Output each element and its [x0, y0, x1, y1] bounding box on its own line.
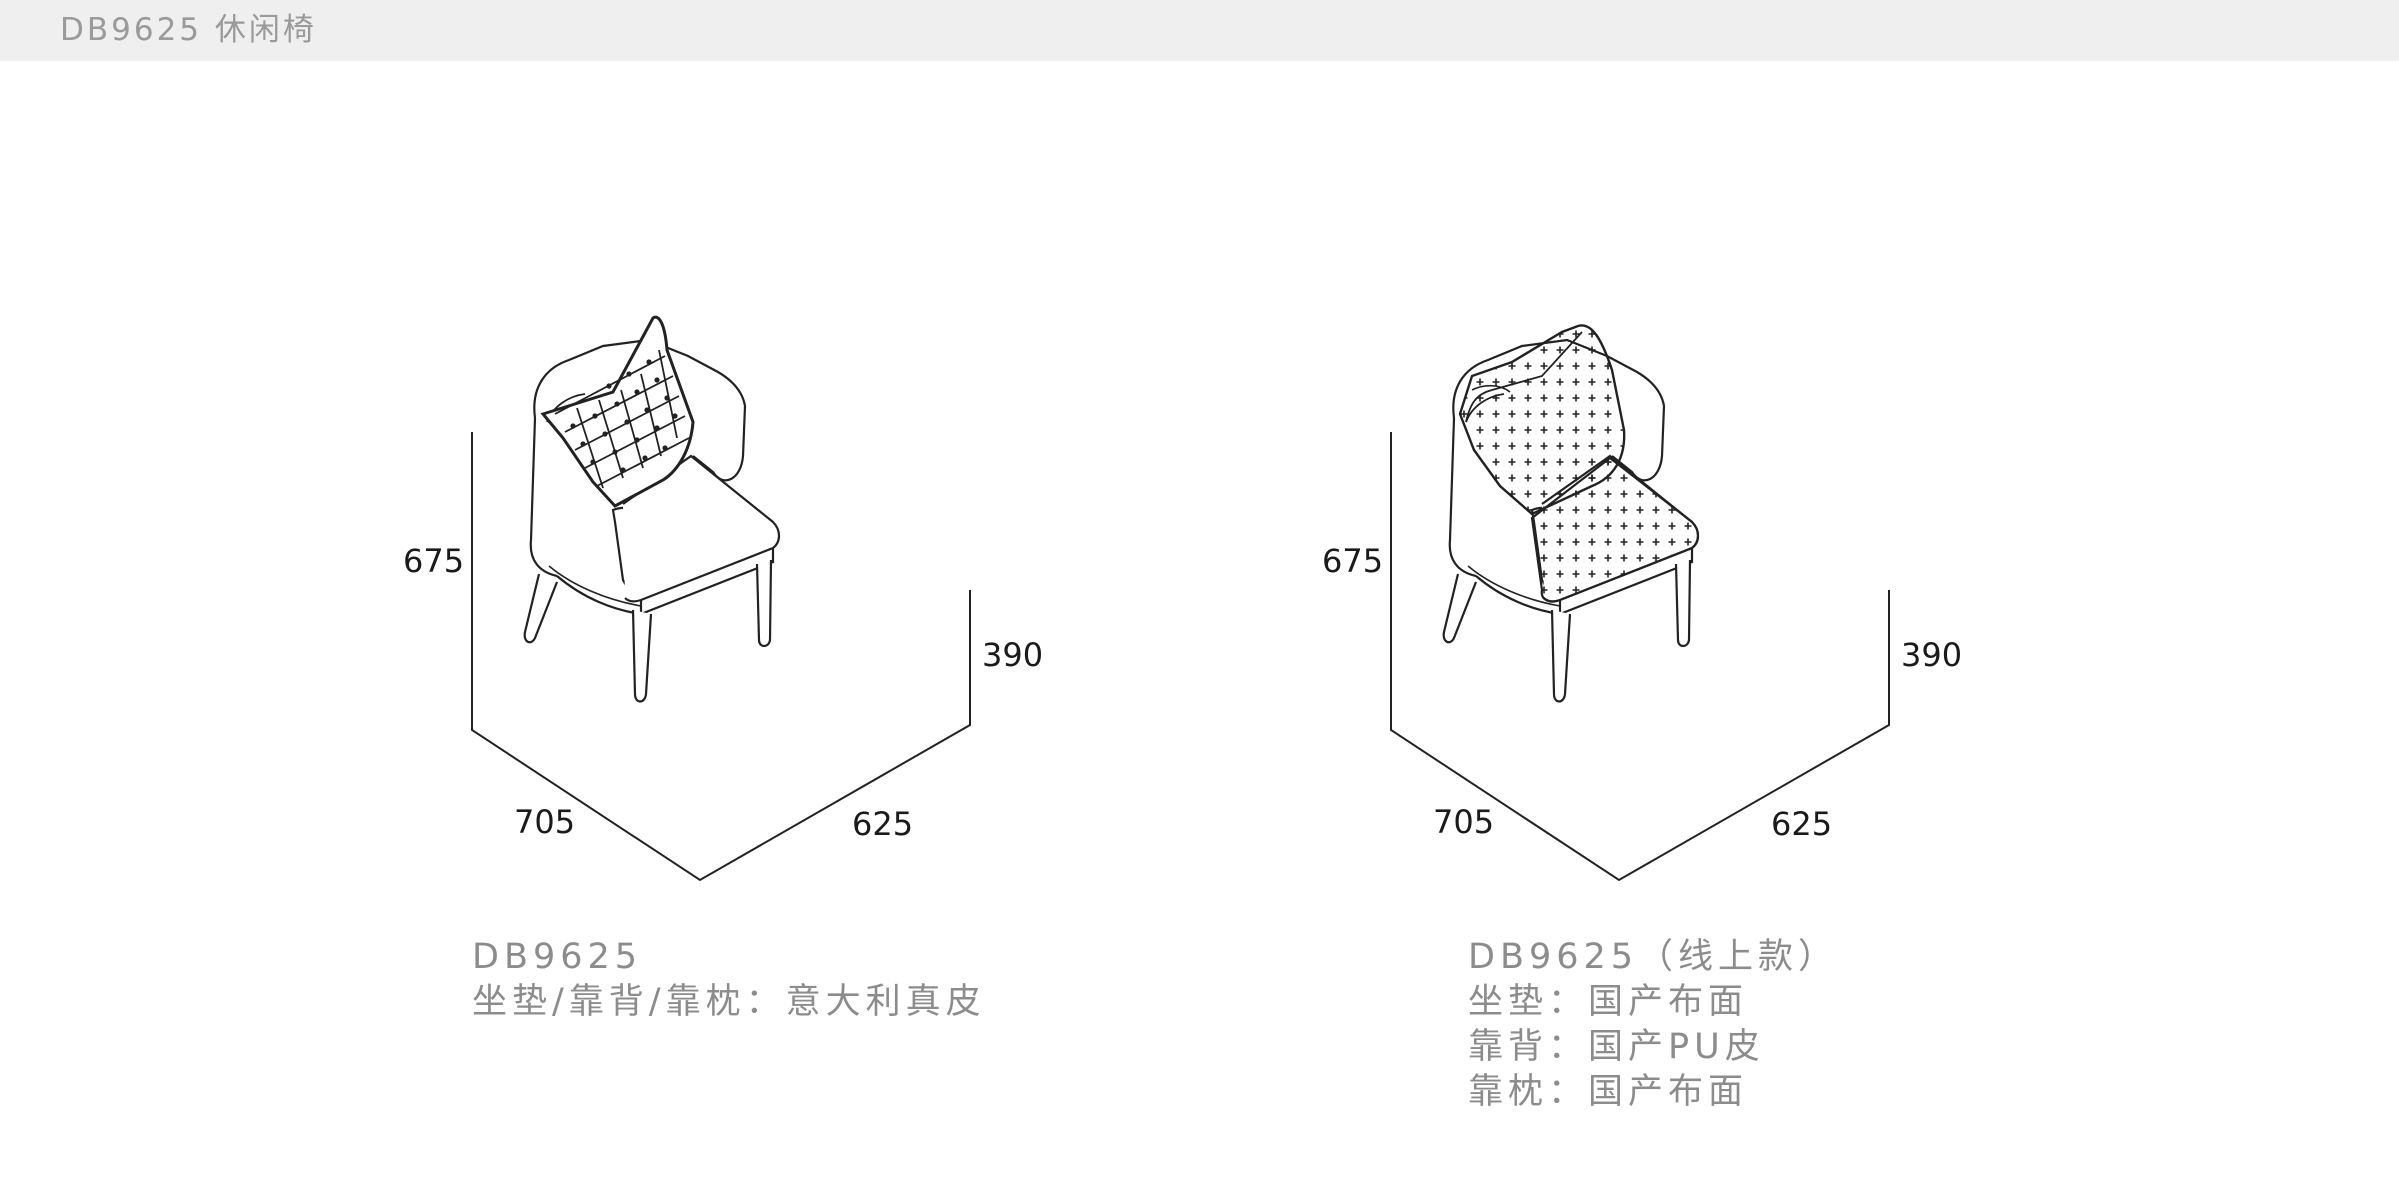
caption-model: DB9625（线上款） — [1468, 937, 1839, 977]
caption-seat-material: 坐垫：国产布面 — [1468, 982, 1749, 1022]
depth-label: 705 — [1433, 803, 1494, 841]
caption-pillow-material: 靠枕：国产布面 — [1468, 1072, 1749, 1112]
caption-back-material: 靠背：国产PU皮 — [1468, 1027, 1765, 1067]
title-bar: DB9625 休闲椅 — [0, 0, 2399, 61]
product-caption-leather: DB9625 坐垫/靠背/靠枕：意大利真皮 — [472, 935, 986, 1025]
width-label: 625 — [1771, 805, 1832, 843]
height-label: 675 — [1322, 542, 1383, 580]
product-caption-fabric: DB9625（线上款） 坐垫：国产布面 靠背：国产PU皮 靠枕：国产布面 — [1468, 935, 1838, 1115]
chair-illustration-leather — [523, 315, 781, 703]
dimension-lines-right — [1390, 432, 1890, 882]
seat-height-label: 390 — [1901, 636, 1962, 674]
caption-model: DB9625 — [472, 937, 643, 977]
depth-label: 705 — [514, 803, 575, 841]
pillow-cross-pattern-icon — [1458, 324, 1626, 516]
page-title: DB9625 休闲椅 — [60, 12, 317, 48]
chair-illustration-fabric — [1442, 324, 1700, 703]
pillow-grid-icon — [540, 315, 695, 508]
seat-height-label: 390 — [982, 636, 1043, 674]
caption-material: 坐垫/靠背/靠枕：意大利真皮 — [472, 982, 986, 1022]
width-label: 625 — [852, 805, 913, 843]
height-label: 675 — [403, 542, 464, 580]
dimension-lines-left — [471, 432, 971, 882]
